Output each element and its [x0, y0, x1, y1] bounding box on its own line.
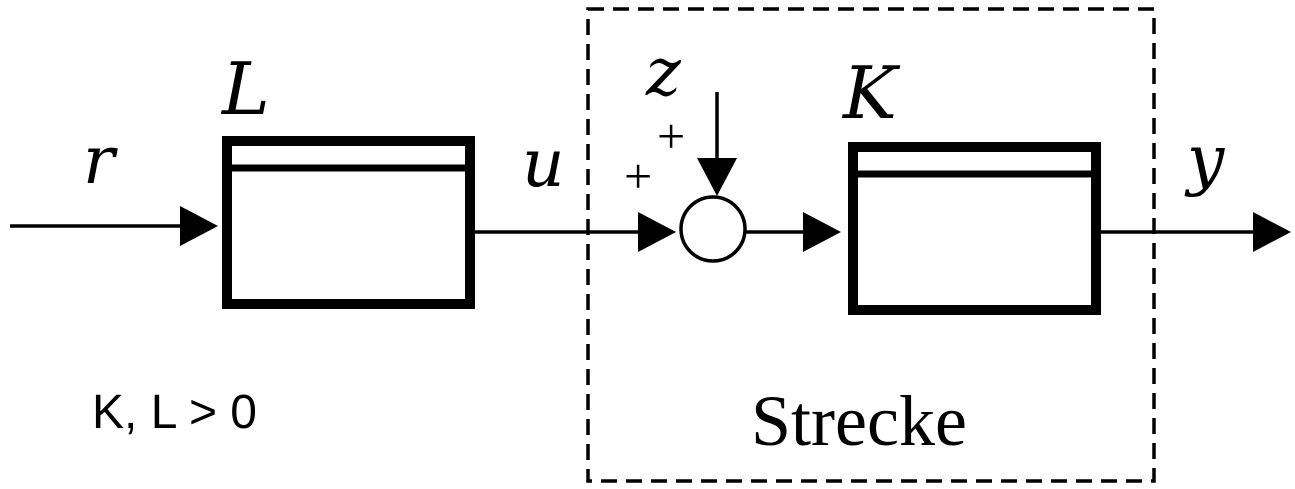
plant-boundary	[586, 7, 1156, 483]
label-r: r	[83, 122, 118, 199]
input-arrowhead	[180, 206, 218, 246]
z-arrowhead	[697, 158, 737, 196]
sum-to-K-arrowhead	[803, 212, 841, 252]
label-K: K	[841, 51, 901, 135]
label-L: L	[220, 47, 270, 131]
condition-text: K, L > 0	[92, 386, 257, 439]
plus-sign-top: +	[657, 108, 685, 164]
summing-junction	[679, 195, 747, 263]
label-plant: Strecke	[751, 381, 967, 461]
label-y: y	[1184, 121, 1225, 198]
output-arrowhead	[1253, 212, 1291, 252]
label-z: z	[645, 34, 682, 111]
u-arrowhead	[638, 212, 676, 252]
plus-sign-left: +	[624, 148, 652, 204]
label-u: u	[522, 125, 565, 202]
